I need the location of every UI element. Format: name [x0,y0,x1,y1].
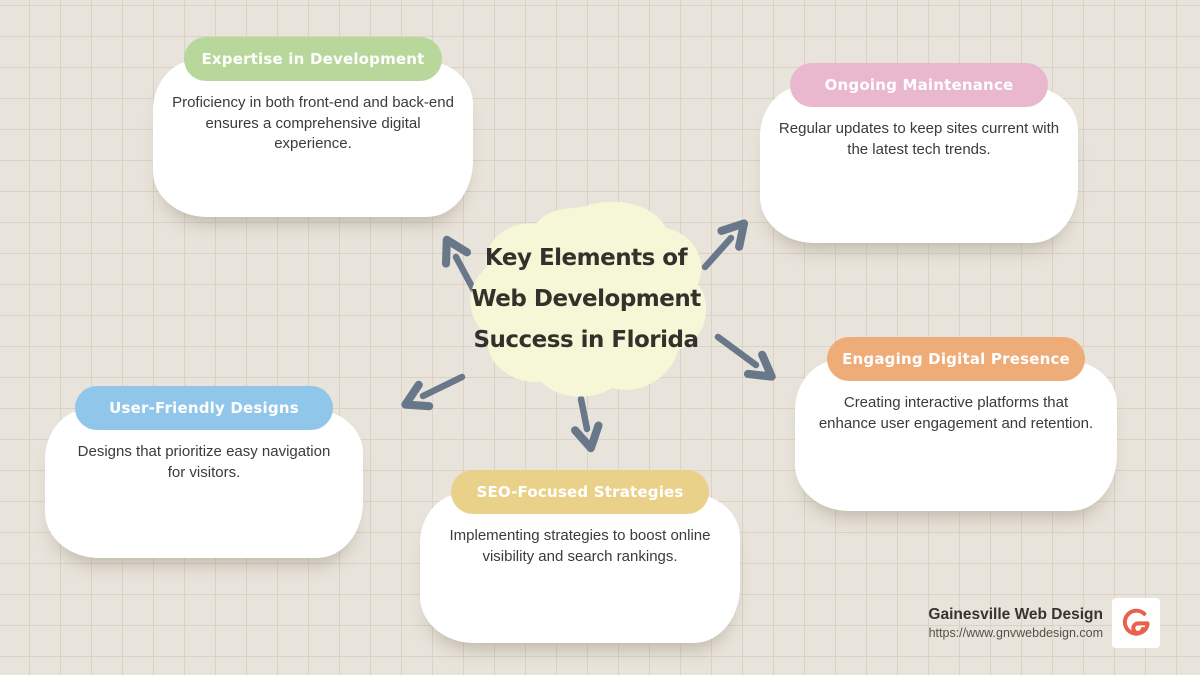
pill-label: Expertise in Development [201,50,425,68]
gainesville-logo [1112,598,1160,648]
arrow-to-engaging [714,333,776,381]
central-blob-shape [470,201,707,397]
card-seo-focused-strategies: SEO-Focused Strategies Implementing stra… [420,470,740,643]
pill-label: Ongoing Maintenance [824,76,1014,94]
central-topic-title: Key Elements of Web Development Success … [458,238,714,361]
brand-url-link[interactable]: https://www.gnvwebdesign.com [928,626,1103,640]
card-body-expertise: Proficiency in both front-end and back-e… [172,94,454,152]
brand-footer: Gainesville Web Design https://www.gnvwe… [928,598,1160,648]
central-title-line-1: Key Elements of [484,245,688,271]
card-user-friendly-designs: User-Friendly Designs Designs that prior… [45,386,363,558]
card-body-seo: Implementing strategies to boost online … [449,527,711,565]
central-title-line-3: Success in Florida [473,327,699,353]
arrow-to-seo [571,395,603,453]
brand-text-block: Gainesville Web Design https://www.gnvwe… [928,605,1103,641]
pill-engaging-digital-presence: Engaging Digital Presence [827,337,1085,381]
pill-seo-focused-strategies: SEO-Focused Strategies [451,470,709,514]
pill-label: User-Friendly Designs [109,399,299,417]
pill-user-friendly-designs: User-Friendly Designs [75,386,333,430]
pill-label: SEO-Focused Strategies [476,483,684,501]
card-body-maintenance: Regular updates to keep sites current wi… [778,120,1060,158]
pill-label: Engaging Digital Presence [842,350,1070,368]
pill-expertise-in-development: Expertise in Development [184,37,442,81]
card-body-engaging: Creating interactive platforms that enha… [818,394,1094,432]
central-topic: Key Elements of Web Development Success … [458,198,714,402]
card-expertise-in-development: Expertise in Development Proficiency in … [153,37,473,217]
g-spiral-icon [1122,608,1150,636]
pill-ongoing-maintenance: Ongoing Maintenance [790,63,1048,107]
central-title-line-2: Web Development [471,286,701,312]
card-body-userfriendly: Designs that prioritize easy navigation … [77,443,331,481]
arrow-to-maintenance [701,219,749,271]
brand-name: Gainesville Web Design [928,606,1103,623]
card-engaging-digital-presence: Engaging Digital Presence Creating inter… [795,337,1117,511]
card-ongoing-maintenance: Ongoing Maintenance Regular updates to k… [760,63,1078,243]
arrow-to-userfriendly [401,373,466,411]
